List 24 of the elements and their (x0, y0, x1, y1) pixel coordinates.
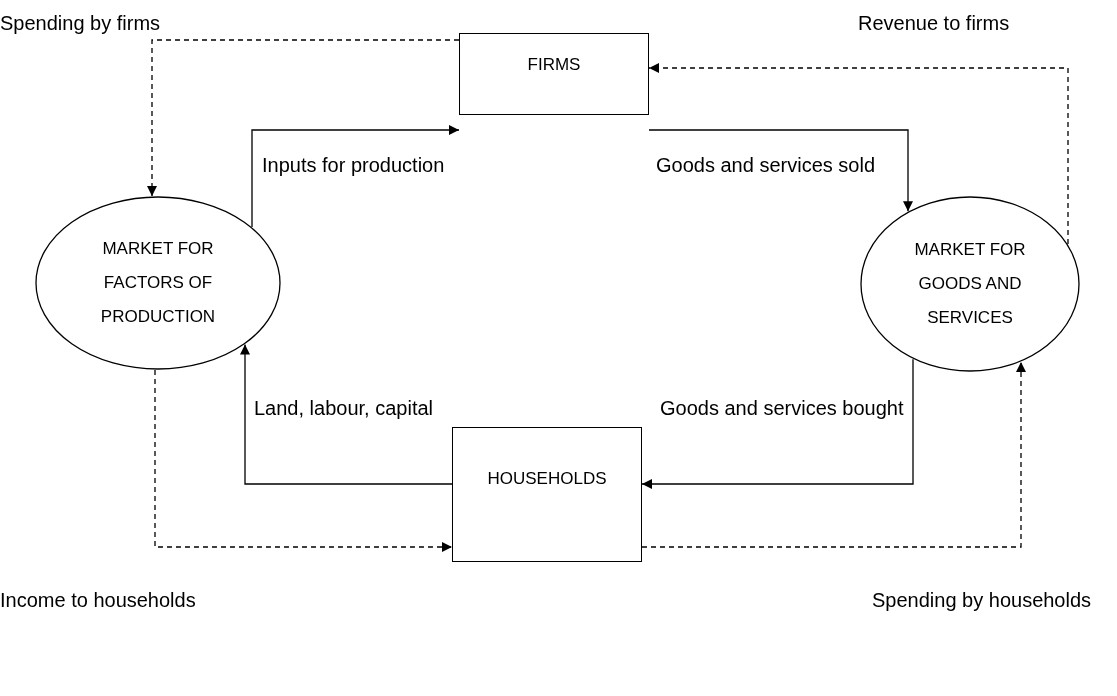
process-box (452, 427, 642, 562)
market-ellipse (35, 196, 281, 370)
process-box (459, 33, 649, 115)
edge-label: Land, labour, capital (254, 396, 434, 421)
edge-label: Goods and services bought (660, 396, 904, 421)
dashed-arrow (648, 63, 1069, 245)
market-ellipse (860, 196, 1080, 372)
edge-label: Inputs for production (262, 153, 445, 178)
arrow (648, 129, 913, 212)
node-label: MARKET FOR GOODS AND SERVICES (913, 239, 1027, 329)
edge-label: Spending by firms (0, 11, 161, 36)
arrow (240, 343, 453, 485)
edge-label: Goods and services sold (656, 153, 875, 178)
edge-label: Revenue to firms (858, 11, 1010, 36)
edge-label: Spending by households (872, 588, 1092, 613)
dashed-arrow (154, 369, 453, 552)
dashed-arrow (147, 39, 460, 197)
node-label: FIRMS (527, 54, 581, 76)
arrow (251, 125, 460, 228)
dashed-arrow (641, 361, 1026, 548)
node-label: HOUSEHOLDS (487, 468, 607, 490)
edge-label: Income to households (0, 588, 196, 613)
node-label: MARKET FOR FACTORS OF PRODUCTION (99, 238, 217, 328)
arrow (641, 358, 914, 489)
